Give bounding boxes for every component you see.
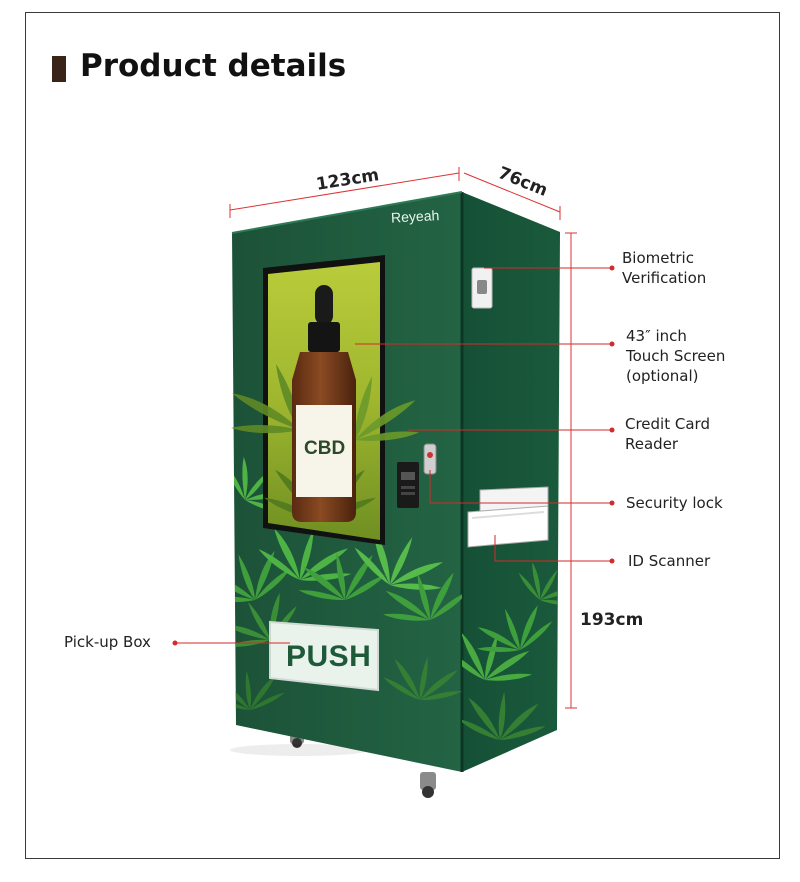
- callout-touch-screen: 43″ inch Touch Screen (optional): [626, 327, 726, 385]
- security-lock-icon: [423, 443, 437, 475]
- screen-cbd-label: CBD: [304, 438, 346, 459]
- callout-biometric: Biometric Verification: [622, 249, 707, 287]
- bottle-label: [296, 405, 352, 497]
- card-reader-icon: [397, 462, 419, 508]
- callout-id-scanner: ID Scanner: [628, 552, 711, 570]
- callout-security-lock: Security lock: [626, 494, 723, 512]
- callout-card-reader: Credit Card Reader: [625, 415, 710, 453]
- caster-front-right: [420, 772, 436, 790]
- push-label: PUSH: [286, 640, 372, 673]
- page-title: Product details: [80, 48, 347, 84]
- pickup-box[interactable]: [269, 620, 379, 692]
- height-dimension: 193cm: [580, 610, 644, 630]
- title-marker: [52, 56, 66, 82]
- machine-side: [462, 192, 560, 772]
- callout-pickup-box: Pick-up Box: [64, 633, 151, 651]
- dropper-bulb-icon: [315, 285, 333, 325]
- brand-logo: Reyeah: [390, 207, 440, 226]
- outer-frame: [25, 12, 780, 859]
